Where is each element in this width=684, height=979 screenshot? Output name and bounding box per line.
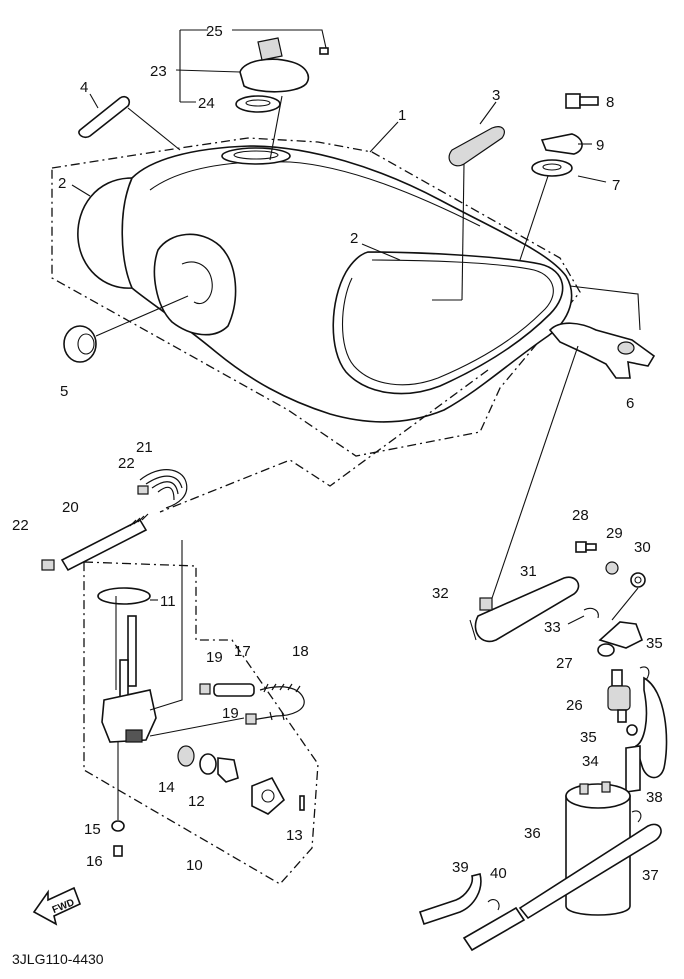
o-ring-12 [199, 753, 239, 783]
hose-34 [625, 676, 668, 793]
label-34: 34 [582, 753, 599, 770]
mounting-bracket [548, 285, 656, 379]
clip-35-upper [639, 666, 650, 681]
hose-37 [462, 823, 662, 952]
label-36: 36 [524, 825, 541, 842]
label-28: 28 [572, 507, 589, 524]
bolt-8 [565, 93, 599, 109]
label-14: 14 [158, 779, 175, 796]
clip-19-lower [245, 713, 257, 725]
label-8: 8 [606, 94, 614, 111]
washer-15 [111, 820, 125, 832]
label-12: 12 [188, 793, 205, 810]
collar-29 [605, 561, 619, 575]
fuel-cap-assembly [235, 37, 329, 161]
cover-plate [251, 776, 305, 815]
label-29: 29 [606, 525, 623, 542]
fuel-hose-20 [60, 513, 149, 572]
label-9: 9 [596, 137, 604, 154]
label-15: 15 [84, 821, 101, 838]
label-3: 3 [492, 87, 500, 104]
pad [78, 95, 181, 151]
label-16: 16 [86, 853, 103, 870]
label-7: 7 [612, 177, 620, 194]
label-13: 13 [286, 827, 303, 844]
label-19-lower: 19 [222, 705, 239, 722]
label-39: 39 [452, 859, 469, 876]
label-10: 10 [186, 857, 203, 874]
label-2-rear: 2 [58, 175, 66, 192]
label-30: 30 [634, 539, 651, 556]
label-22-upper: 22 [118, 455, 135, 472]
bolt-28 [575, 541, 597, 553]
gasket-14 [177, 745, 195, 767]
label-6: 6 [626, 395, 634, 412]
label-37: 37 [642, 867, 659, 884]
clip-35-lower [626, 724, 638, 736]
clip-33 [583, 607, 599, 619]
label-32: 32 [432, 585, 449, 602]
label-35-upper: 35 [646, 635, 663, 652]
spring-18 [251, 683, 305, 721]
label-31: 31 [520, 563, 537, 580]
clip-38 [631, 810, 642, 823]
fuel-tank [51, 137, 581, 457]
clip-22-upper [137, 485, 149, 495]
label-17: 17 [234, 643, 251, 660]
hose-39 [418, 873, 482, 926]
spring-21 [139, 469, 188, 509]
bracket-27 [597, 621, 644, 657]
clip-22-lower [41, 559, 55, 571]
label-1: 1 [398, 107, 406, 124]
front-direction-arrow: FWD [32, 886, 82, 926]
label-11: 11 [160, 593, 176, 610]
washer-7 [519, 159, 573, 261]
hose-31 [469, 576, 580, 643]
label-22-lower: 22 [12, 517, 29, 534]
label-19-upper: 19 [206, 649, 223, 666]
valve-26 [607, 669, 631, 723]
clip-40 [487, 899, 500, 911]
label-33: 33 [544, 619, 561, 636]
clip-32 [479, 597, 493, 611]
emblem [432, 126, 505, 301]
label-26: 26 [566, 697, 583, 714]
diagram-code: 3JLG110-4430 [12, 951, 104, 967]
label-40: 40 [490, 865, 507, 882]
hose-17 [213, 683, 255, 697]
label-5: 5 [60, 383, 68, 400]
clip-19-upper [199, 683, 211, 695]
label-2-side: 2 [350, 230, 358, 247]
collar-9 [540, 133, 583, 155]
label-24: 24 [198, 95, 215, 112]
fuel-cock [97, 540, 183, 743]
label-38: 38 [646, 789, 663, 806]
label-27: 27 [556, 655, 573, 672]
nut-30 [630, 572, 646, 588]
label-23: 23 [150, 63, 167, 80]
label-35-lower: 35 [580, 729, 597, 746]
label-18: 18 [292, 643, 309, 660]
label-20: 20 [62, 499, 79, 516]
screw-16 [113, 845, 123, 857]
label-4: 4 [80, 79, 88, 96]
label-21: 21 [136, 439, 153, 456]
label-25: 25 [206, 23, 223, 40]
grommet [63, 295, 189, 363]
